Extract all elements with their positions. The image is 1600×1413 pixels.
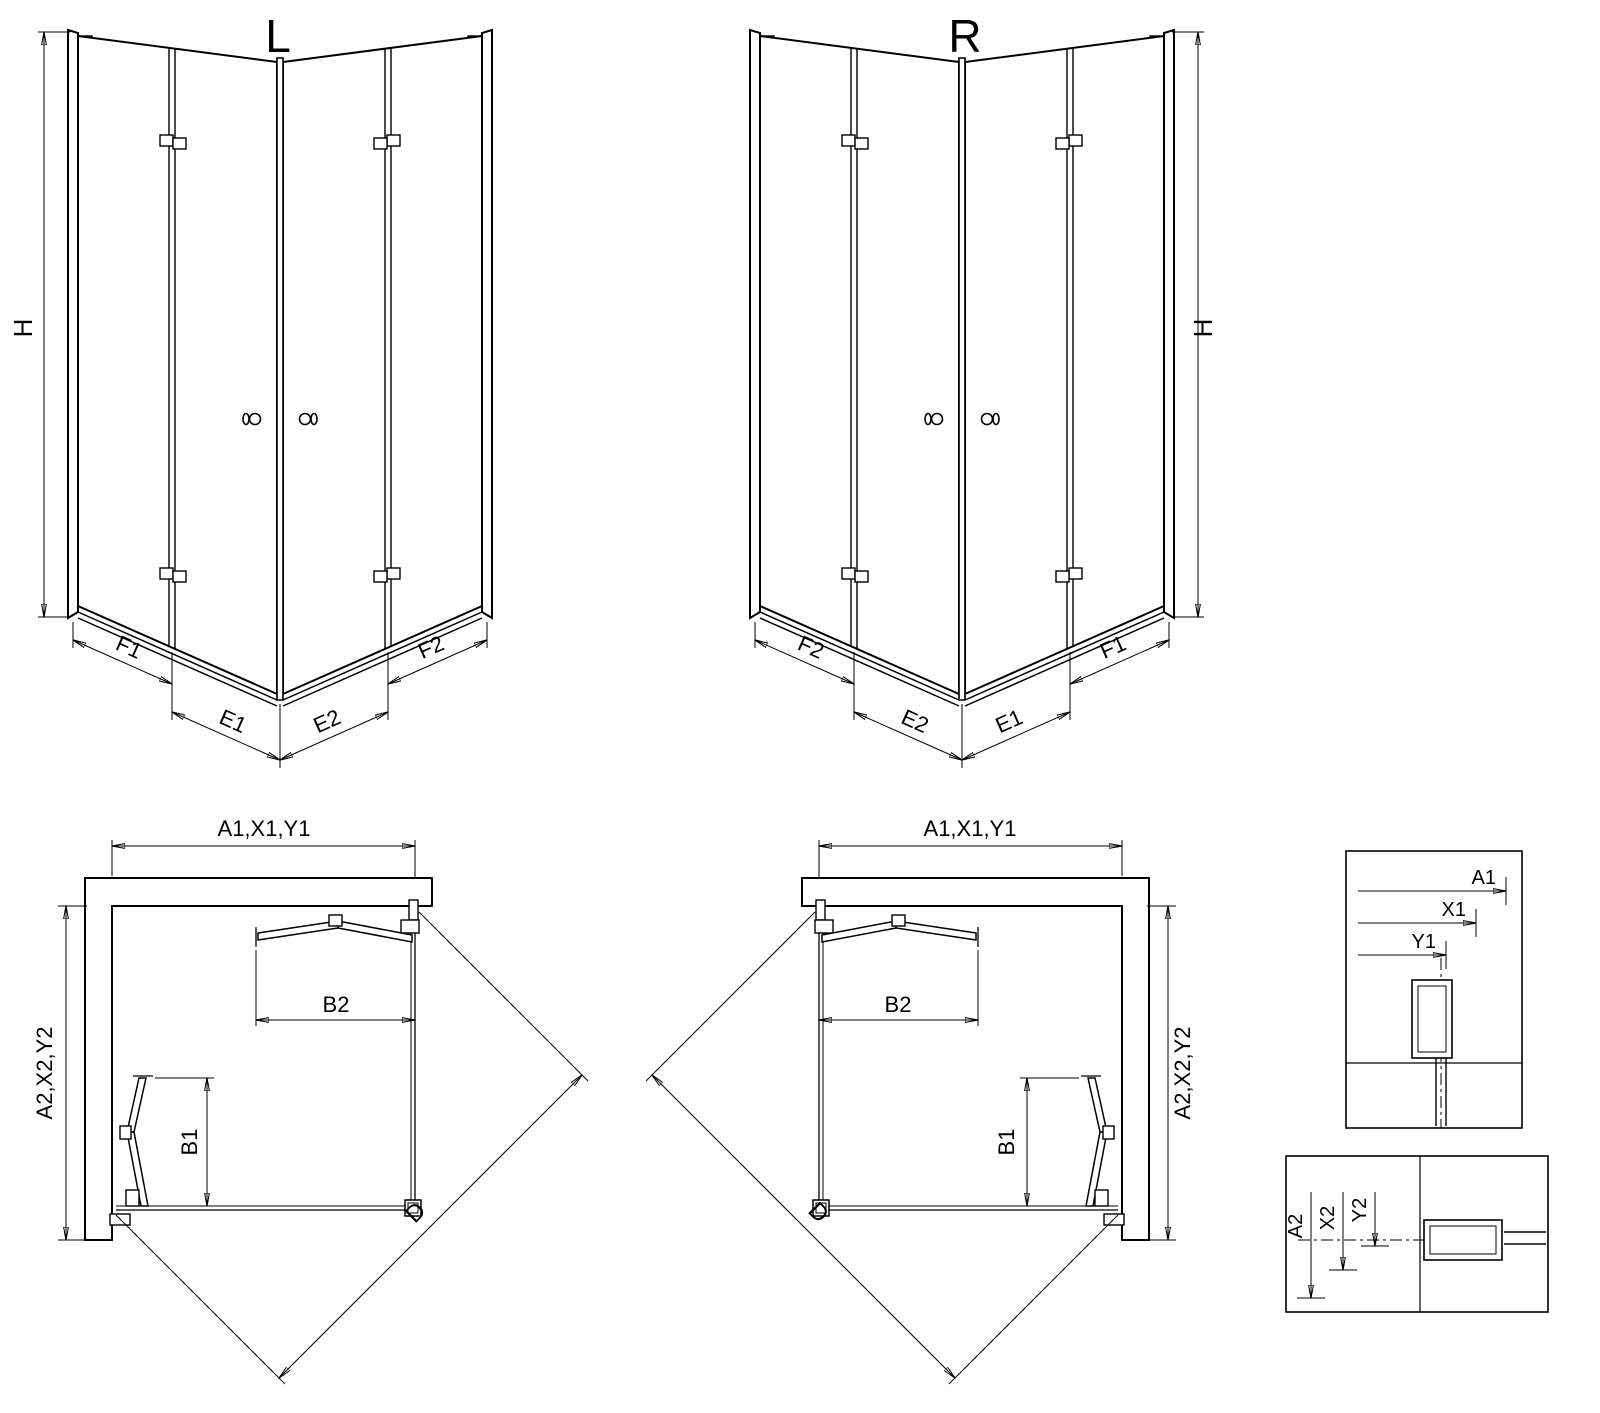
profile-section — [1423, 1219, 1503, 1261]
height-label-left: H — [8, 319, 38, 338]
label-b2-right-plan: B2 — [885, 992, 912, 1017]
label-x1-detail: X1 — [1442, 899, 1466, 921]
label-y1-detail: Y1 — [1412, 931, 1436, 953]
profile-section — [1411, 979, 1453, 1059]
label-a1-detail: A1 — [1472, 867, 1496, 889]
variant-label-left: L — [265, 10, 291, 62]
detail-section-bottom — [1285, 1155, 1549, 1313]
profile-section-inner — [1417, 985, 1447, 1053]
height-label-right: H — [1188, 319, 1218, 338]
label-e2-left: E2 — [310, 704, 345, 738]
label-b1-right-plan: B1 — [994, 1129, 1019, 1156]
plan-view-left — [58, 840, 588, 1384]
label-width-top-right-plan: A1,X1,Y1 — [924, 816, 1017, 841]
label-width-side-left-plan: A2,X2,Y2 — [32, 1027, 57, 1120]
label-b1-left-plan: B1 — [177, 1129, 202, 1156]
label-e2-right: E2 — [898, 704, 933, 738]
label-y2-detail: Y2 — [1349, 1198, 1371, 1222]
label-a2-detail: A2 — [1285, 1214, 1307, 1238]
label-width-side-right-plan: A2,X2,Y2 — [1170, 1027, 1195, 1120]
variant-label-right: R — [948, 10, 981, 62]
plan-view-right — [646, 840, 1176, 1384]
profile-section-inner — [1429, 1225, 1497, 1255]
label-width-top-left-plan: A1,X1,Y1 — [218, 816, 311, 841]
label-e1-left: E1 — [216, 704, 251, 738]
label-e1-right: E1 — [992, 704, 1027, 738]
label-x2-detail: X2 — [1317, 1206, 1339, 1230]
label-b2-left-plan: B2 — [323, 992, 350, 1017]
detail-section-top — [1345, 850, 1523, 1129]
